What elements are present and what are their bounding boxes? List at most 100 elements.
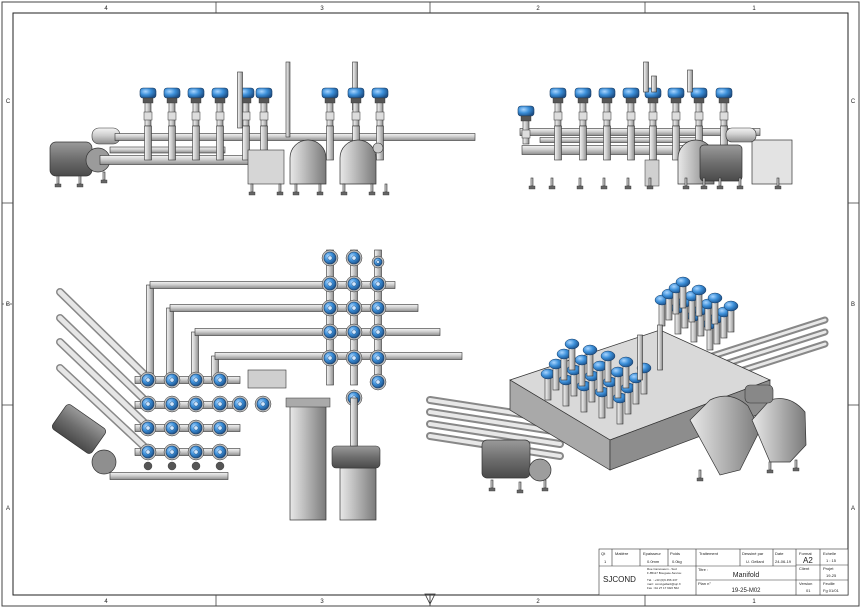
pipe-segment xyxy=(632,381,640,405)
pipe-segment xyxy=(651,75,657,93)
valve-collar xyxy=(601,97,613,104)
valve-indicator xyxy=(145,425,151,431)
client-label: Client xyxy=(799,566,810,571)
valve-actuator xyxy=(139,87,157,99)
pipe-segment xyxy=(698,469,702,479)
pipe-segment xyxy=(622,365,630,389)
iso-valve-actuator xyxy=(675,276,691,288)
pipe-segment xyxy=(350,397,358,447)
tank-vessel xyxy=(289,139,327,185)
valve-collar xyxy=(552,97,564,104)
valve-actuator xyxy=(667,87,685,99)
zone-right-b: B xyxy=(851,302,855,308)
pipe-segment xyxy=(657,324,663,371)
valve-indicator xyxy=(217,377,223,383)
leveling-foot xyxy=(624,185,632,190)
scale-value: 1 : 15 xyxy=(826,558,837,563)
pipe-segment xyxy=(518,481,522,491)
pipe-segment xyxy=(697,313,705,337)
valve-actuator xyxy=(622,87,640,99)
pipe-segment xyxy=(146,284,154,381)
leveling-foot xyxy=(516,489,524,494)
weight-value: 0.0kg xyxy=(672,559,682,564)
pipe-segment xyxy=(194,328,441,336)
qty-value: 1 xyxy=(604,559,607,564)
plan-tank-right xyxy=(339,467,377,521)
valve-indicator xyxy=(217,449,223,455)
valve-indicator xyxy=(145,449,151,455)
inlet-pipe-highlight xyxy=(57,289,153,383)
pipe-segment xyxy=(713,321,721,345)
pipe-segment xyxy=(144,125,152,161)
material-label: Matière xyxy=(615,551,629,556)
valve-actuator xyxy=(517,105,535,117)
leveling-foot xyxy=(736,185,744,190)
pipe-segment xyxy=(596,369,604,393)
pipe-segment xyxy=(616,401,624,425)
valve-collar xyxy=(647,97,659,104)
pipe-segment xyxy=(216,125,224,161)
valve-indicator xyxy=(193,377,199,383)
pipe-segment xyxy=(326,125,334,161)
leveling-foot xyxy=(774,185,782,190)
valve-body xyxy=(694,111,704,121)
valve-actuator xyxy=(321,87,339,99)
valve-indicator xyxy=(145,401,151,407)
leveling-foot xyxy=(76,183,84,188)
pipe-segment xyxy=(370,183,374,193)
leveling-foot xyxy=(716,185,724,190)
valve-collar xyxy=(670,97,682,104)
iso-valve-actuator xyxy=(618,356,634,368)
leveling-foot xyxy=(646,185,654,190)
zone-top-4: 4 xyxy=(104,6,108,12)
filter-housing xyxy=(247,149,285,185)
leveling-foot xyxy=(696,477,704,482)
plan-value: 19-25-M02 xyxy=(731,588,761,594)
zone-left-a: A xyxy=(6,506,10,512)
pipe-segment xyxy=(684,177,688,187)
pipe-segment xyxy=(614,375,622,399)
plan-pump-casing xyxy=(91,449,117,475)
isometric-view xyxy=(426,276,829,494)
valve-body xyxy=(553,111,563,121)
pipe-segment xyxy=(134,424,241,432)
pipe-segment xyxy=(588,379,596,403)
leveling-foot xyxy=(292,191,300,196)
valve-body xyxy=(375,111,385,121)
pipe-segment xyxy=(78,175,82,185)
pipe-segment xyxy=(242,125,250,161)
leveling-foot xyxy=(316,191,324,196)
pipe-segment xyxy=(109,146,226,154)
valve-indicator xyxy=(237,401,243,407)
pipe-segment xyxy=(342,183,346,193)
valve-collar xyxy=(258,97,270,104)
tank-vessel xyxy=(339,139,377,185)
pipe-segment xyxy=(794,459,798,469)
pipe-segment xyxy=(318,183,322,193)
side-elevation-view xyxy=(517,61,793,190)
pipe-segment xyxy=(637,334,643,381)
valve-collar xyxy=(625,97,637,104)
pipe-segment xyxy=(665,297,673,321)
valve-indicator xyxy=(193,425,199,431)
pipe-segment xyxy=(658,303,666,327)
pipe-segment xyxy=(214,352,463,360)
pipe-segment xyxy=(285,61,291,138)
valve-collar xyxy=(718,97,730,104)
project-label: Projet xyxy=(823,566,834,571)
iso-valve-actuator xyxy=(691,284,707,296)
drawn-by-value: U. Gellard xyxy=(746,559,764,564)
valve-indicator xyxy=(327,355,333,361)
inlet-pipe-highlight xyxy=(57,315,153,408)
pipe-segment xyxy=(704,307,712,331)
inlet-pipe-highlight xyxy=(57,339,153,431)
pipe-segment xyxy=(149,281,396,289)
pipe-segment xyxy=(681,305,689,329)
pipe-segment xyxy=(578,363,586,387)
company-line1: Rue Camoseum - Sud xyxy=(647,567,677,571)
valve-indicator xyxy=(351,355,357,361)
valve-body xyxy=(521,129,531,139)
valve-collar xyxy=(350,97,362,104)
valve-actuator xyxy=(255,87,273,99)
leveling-foot xyxy=(276,191,284,196)
